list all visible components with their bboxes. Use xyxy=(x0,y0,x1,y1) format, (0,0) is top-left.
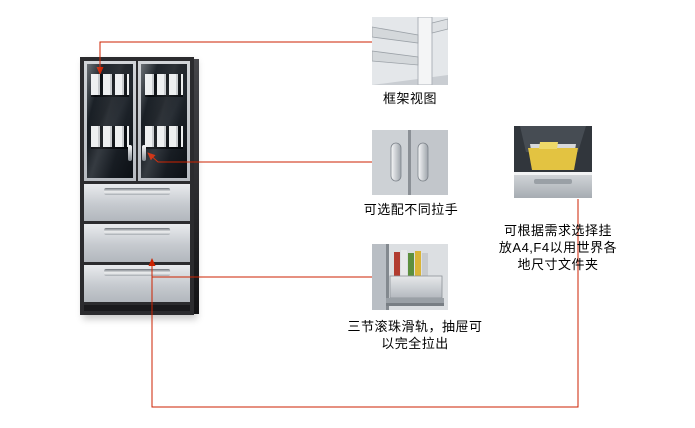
cabinet-frame xyxy=(80,57,194,315)
drawer-2 xyxy=(84,224,190,262)
handles-illustration xyxy=(372,130,448,195)
binders-shelf-top xyxy=(145,74,183,97)
drawer-pull-1 xyxy=(104,188,170,195)
glass-door-left xyxy=(84,61,136,181)
frame-view-photo xyxy=(372,17,448,85)
cabinet-photo xyxy=(80,57,199,315)
cabinet-side xyxy=(194,59,199,314)
cabinet-base xyxy=(84,304,190,311)
handles-photo xyxy=(372,130,448,195)
drawer-slides-label-line1: 三节滚珠滑轨，抽屉可 xyxy=(347,319,483,334)
drawer-pull-2 xyxy=(104,228,170,236)
hanging-files-label-line1: 可根据需求选择挂 xyxy=(503,223,612,238)
cabinet-upper-section xyxy=(84,61,190,181)
drawer-slides-illustration xyxy=(372,244,448,310)
binders-shelf-bottom xyxy=(91,126,129,149)
glass-panel-right xyxy=(141,64,187,178)
drawer-slides-label: 三节滚珠滑轨，抽屉可 以完全拉出 xyxy=(341,318,489,352)
binders-shelf-top xyxy=(91,74,129,97)
frame-view-illustration xyxy=(372,17,448,85)
binders-shelf-bottom xyxy=(145,126,183,149)
hanging-files-label-line2: 放A4,F4以用世界各 xyxy=(498,240,618,255)
drawer-3 xyxy=(84,264,190,302)
drawer-pull-3 xyxy=(104,268,170,276)
hanging-files-illustration xyxy=(514,126,592,198)
handles-label: 可选配不同拉手 xyxy=(363,202,459,217)
door-handle-left xyxy=(128,145,132,161)
hanging-files-label-line3: 地尺寸文件夹 xyxy=(517,257,599,272)
frame-view-label: 框架视图 xyxy=(382,91,437,106)
drawer-1 xyxy=(84,184,190,222)
drawer-slides-label-line2: 以完全拉出 xyxy=(381,336,449,351)
hanging-files-label: 可根据需求选择挂 放A4,F4以用世界各 地尺寸文件夹 xyxy=(494,222,622,273)
hanging-files-photo xyxy=(514,126,592,198)
drawer-slides-photo xyxy=(372,244,448,310)
glass-panel-left xyxy=(87,64,133,178)
glass-door-right xyxy=(138,61,190,181)
door-handle-right xyxy=(142,145,146,161)
